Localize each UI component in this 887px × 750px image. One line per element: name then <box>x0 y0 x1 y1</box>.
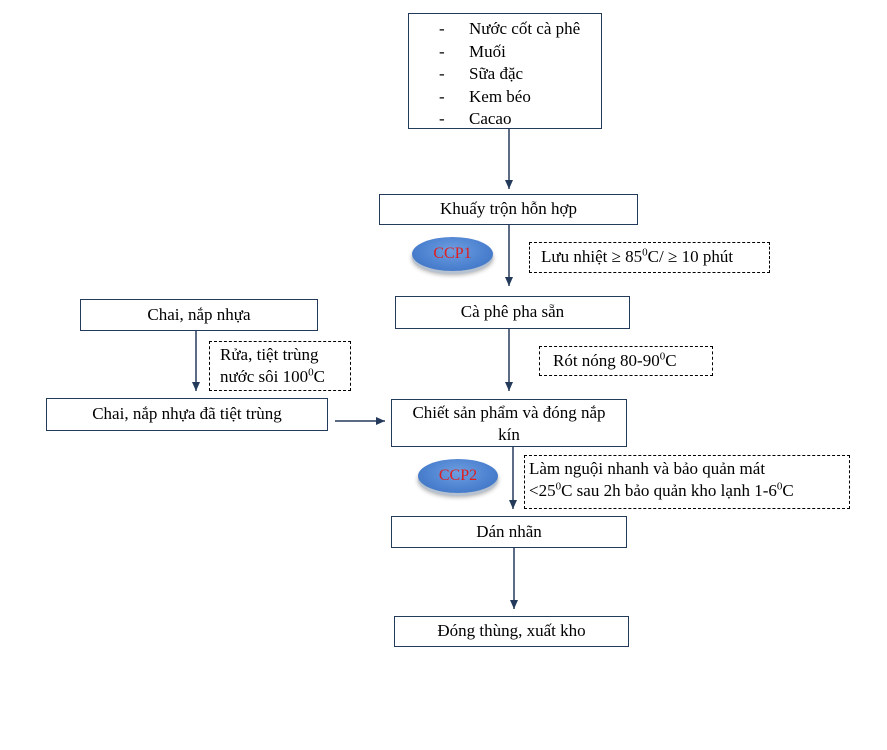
note-hot-fill-sup: 0 <box>659 350 666 363</box>
step-mix-label: Khuấy trộn hỗn hợp <box>440 199 577 218</box>
note-wash-sterilize: Rửa, tiệt trùng nước sôi 1000C <box>209 341 351 391</box>
note-cool-line2: <250C sau 2h bảo quản kho lạnh 1-60C <box>529 480 794 500</box>
note-hold-sup: 0 <box>642 246 648 259</box>
ingredients-box: -Nước cốt cà phê -Muối -Sữa đặc -Kem béo… <box>408 13 602 129</box>
ccp1-label: CCP1 <box>433 245 472 262</box>
step-pack-label: Đóng thùng, xuất kho <box>437 621 586 640</box>
ingredient-item: -Sữa đặc <box>439 64 524 83</box>
step-label: Dán nhãn <box>391 516 627 548</box>
note-wash-line2: nước sôi 1000C <box>220 366 325 386</box>
step-coffee: Cà phê pha sẵn <box>395 296 630 329</box>
step-bottle-sterile: Chai, nắp nhựa đã tiệt trùng <box>46 398 328 431</box>
step-fill-line1: Chiết sản phẩm và đóng nắp <box>412 403 606 422</box>
note-wash-line1: Rửa, tiệt trùng <box>220 345 319 364</box>
step-label-text: Dán nhãn <box>476 522 542 541</box>
step-bottle-label: Chai, nắp nhựa <box>147 305 251 324</box>
step-fill-line2: kín <box>498 425 520 444</box>
ccp2-label: CCP2 <box>438 467 478 484</box>
ccp1-badge: CCP1 <box>412 237 493 271</box>
step-pack: Đóng thùng, xuất kho <box>394 616 629 647</box>
note-hot-fill-pre: Rót nóng 80-90 <box>553 351 660 370</box>
ingredients-list: -Nước cốt cà phê -Muối -Sữa đặc -Kem béo… <box>409 18 601 131</box>
ccp2-badge: CCP2 <box>418 459 498 493</box>
note-cool-storage: Làm nguội nhanh và bảo quản mát <250C sa… <box>524 455 850 509</box>
note-cool-line1: Làm nguội nhanh và bảo quản mát <box>529 459 766 478</box>
step-bottle-sterile-label: Chai, nắp nhựa đã tiệt trùng <box>92 404 282 423</box>
note-hot-fill: Rót nóng 80-900C <box>539 346 713 376</box>
note-hold-post: C/ ≥ 10 phút <box>647 247 734 266</box>
step-fill: Chiết sản phẩm và đóng nắp kín <box>391 399 627 447</box>
step-bottle: Chai, nắp nhựa <box>80 299 318 331</box>
note-hot-fill-post: C <box>665 351 677 370</box>
ingredient-item: -Muối <box>439 41 506 61</box>
ingredient-item: -Nước cốt cà phê <box>439 19 581 38</box>
ingredient-item: -Cacao <box>439 109 512 128</box>
step-coffee-label: Cà phê pha sẵn <box>460 302 565 321</box>
ingredient-item: -Kem béo <box>439 86 531 106</box>
step-mix: Khuấy trộn hỗn hợp <box>379 194 638 225</box>
note-hold-pre: Lưu nhiệt ≥ 85 <box>541 247 643 266</box>
note-hold-temperature: Lưu nhiệt ≥ 850C/ ≥ 10 phút <box>529 242 770 273</box>
